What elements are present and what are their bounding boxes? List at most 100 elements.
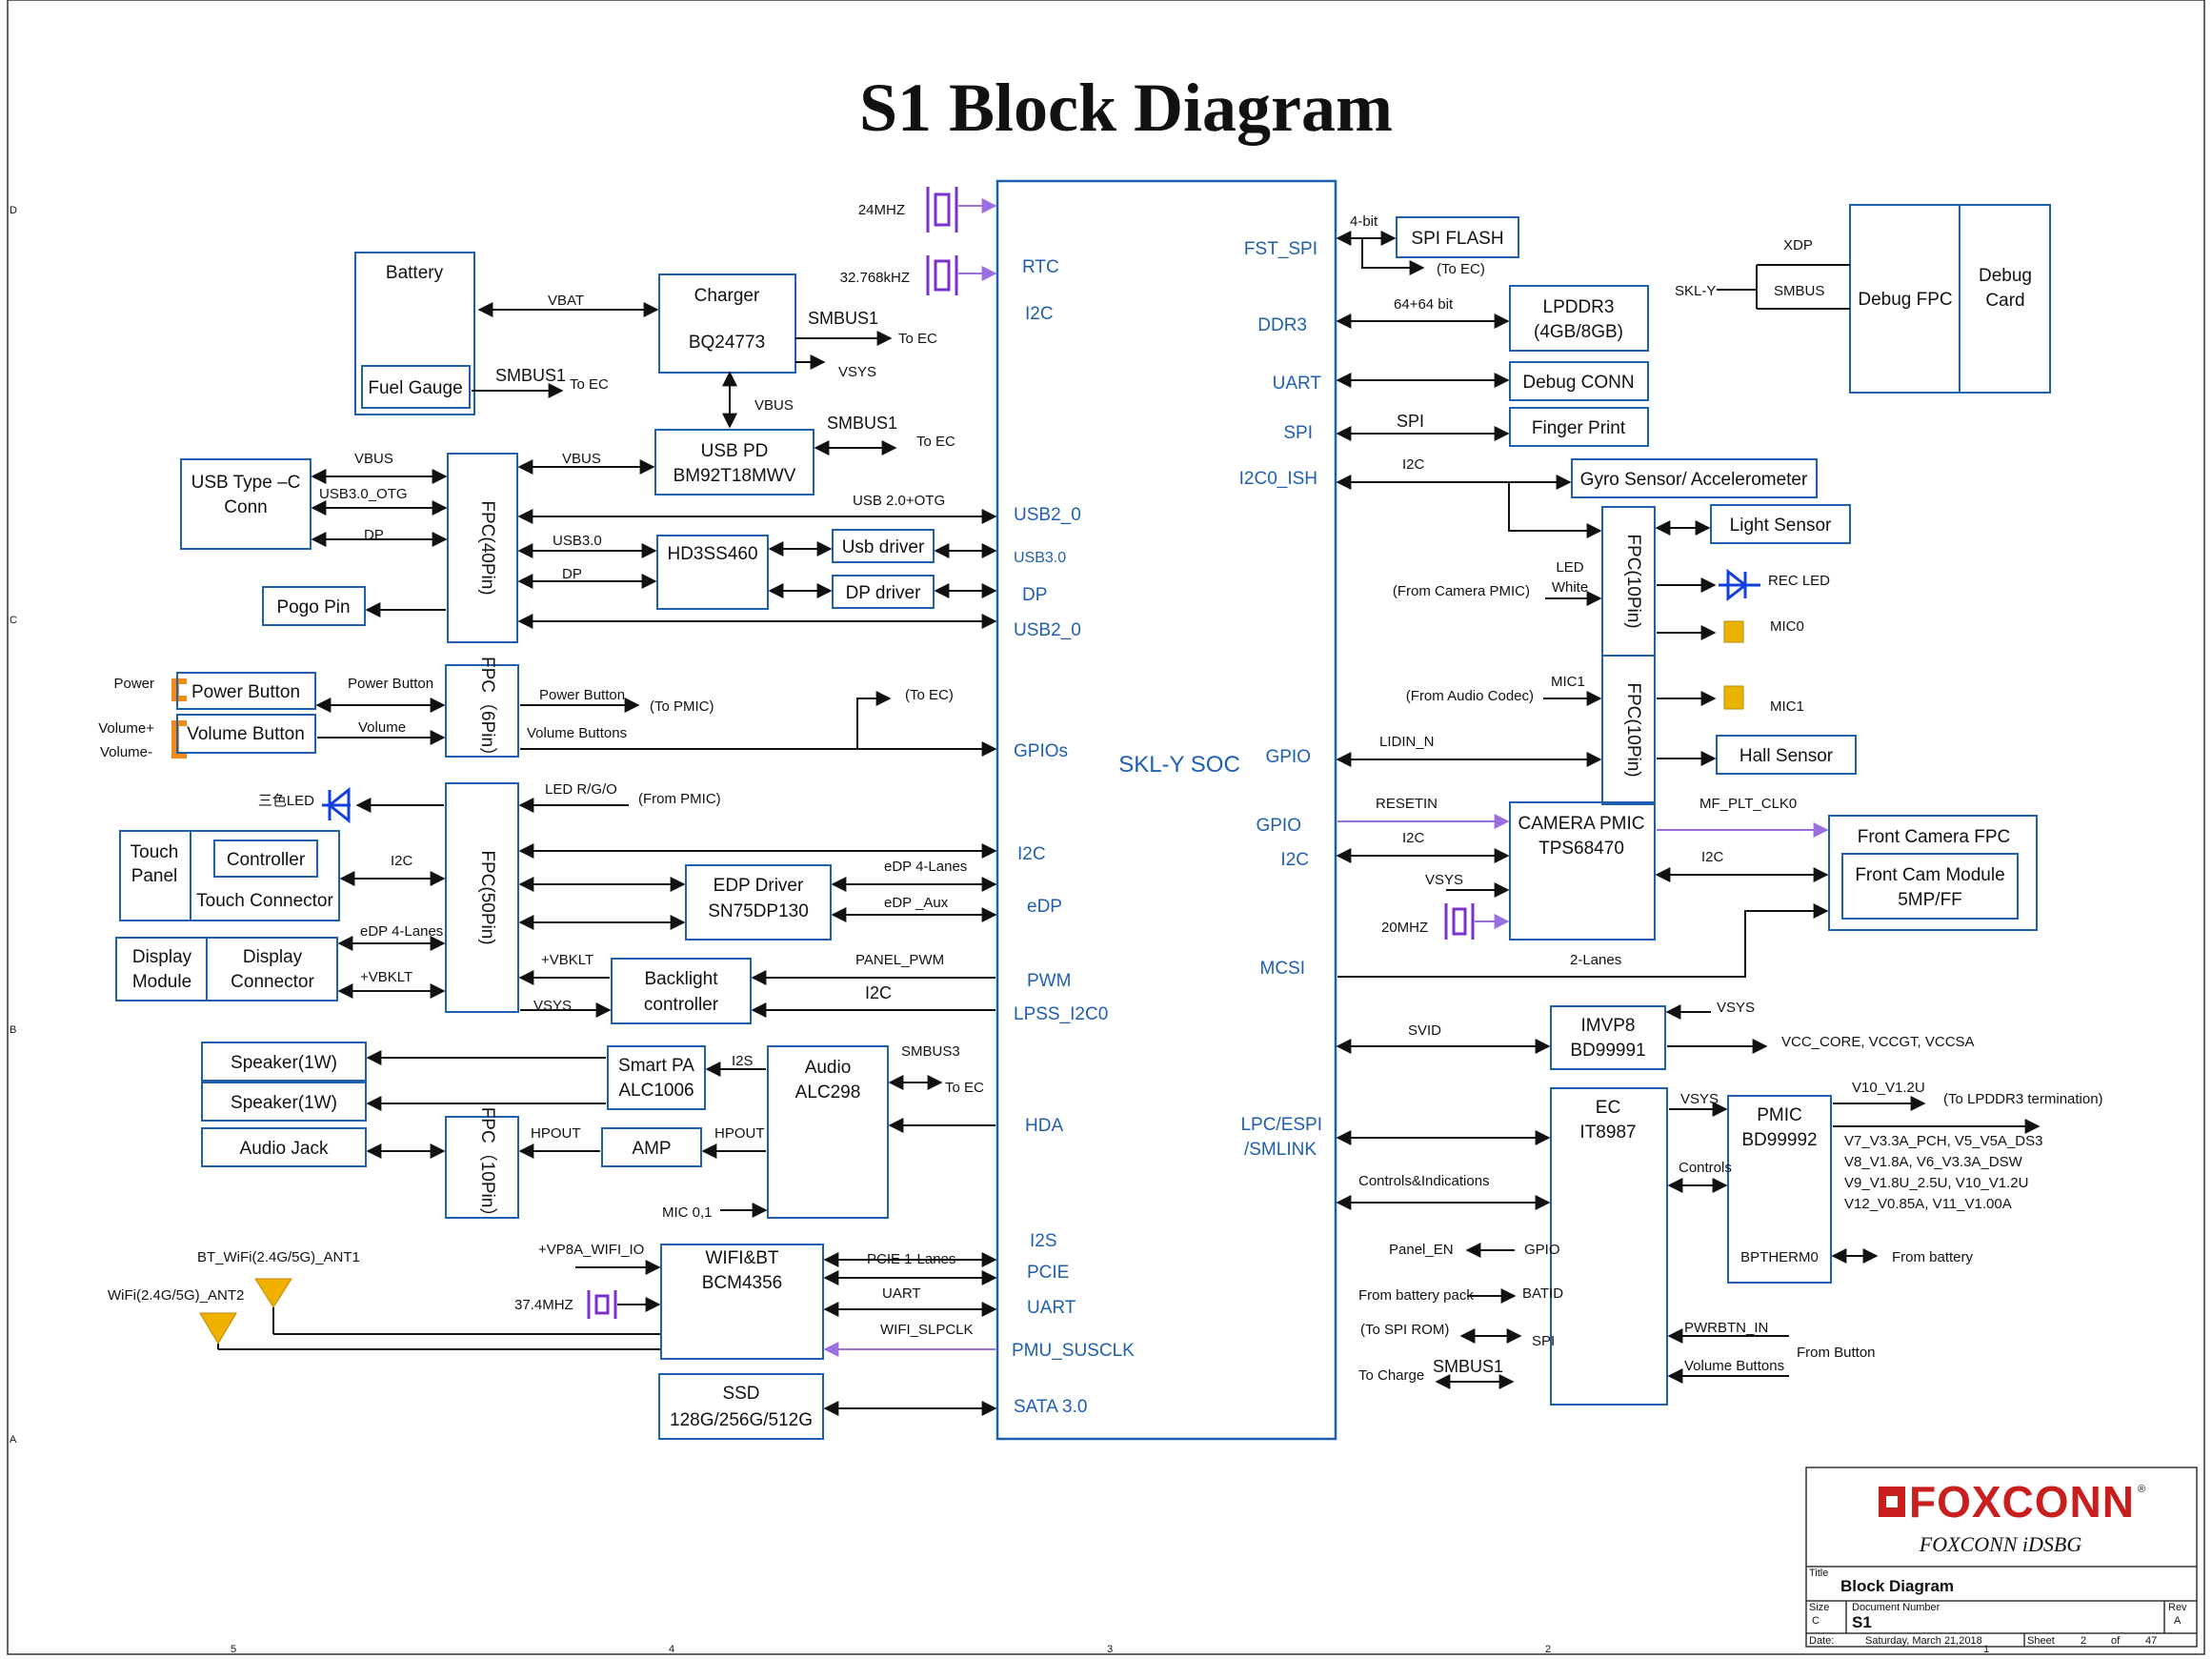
svg-text:REC LED: REC LED (1768, 573, 1830, 589)
svg-text:SMBUS1: SMBUS1 (808, 309, 878, 328)
svg-text:Volume-: Volume- (100, 744, 152, 760)
svg-text:SPI: SPI (1283, 423, 1313, 443)
svg-text:Fuel Gauge: Fuel Gauge (368, 378, 462, 398)
svg-text:UART: UART (882, 1285, 921, 1302)
svg-text:USB PD: USB PD (701, 441, 769, 461)
svg-text:(From PMIC): (From PMIC) (638, 791, 721, 807)
svg-text:+VBKLT: +VBKLT (360, 969, 412, 985)
svg-text:RESETIN: RESETIN (1376, 796, 1438, 812)
svg-text:SPI: SPI (1397, 412, 1424, 431)
svg-text:PMIC: PMIC (1757, 1105, 1802, 1125)
svg-text:D: D (10, 205, 17, 216)
svg-text:A: A (10, 1434, 17, 1446)
svg-text:Rev: Rev (2168, 1602, 2187, 1613)
svg-text:128G/256G/512G: 128G/256G/512G (670, 1410, 813, 1430)
svg-text:Power Button: Power Button (191, 682, 300, 702)
tri-color-led-icon (322, 786, 351, 824)
battery-block (354, 252, 475, 415)
svg-text:Block Diagram: Block Diagram (1840, 1577, 1954, 1595)
svg-text:MIC1: MIC1 (1551, 674, 1585, 690)
svg-text:PCIE 1-Lanes: PCIE 1-Lanes (867, 1251, 955, 1267)
svg-text:SATA 3.0: SATA 3.0 (1014, 1397, 1087, 1417)
svg-text:eDP 4-Lanes: eDP 4-Lanes (884, 859, 967, 875)
svg-text:(To LPDDR3 termination): (To LPDDR3 termination) (1943, 1091, 2103, 1107)
svg-text:PMU_SUSCLK: PMU_SUSCLK (1012, 1341, 1135, 1361)
svg-text:USB2_0: USB2_0 (1014, 620, 1081, 640)
svg-text:V7_V3.3A_PCH, V5_V5A_DS3: V7_V3.3A_PCH, V5_V5A_DS3 (1844, 1133, 2042, 1149)
svg-text:USB Type –C: USB Type –C (191, 473, 301, 493)
svg-text:IMVP8: IMVP8 (1580, 1016, 1635, 1036)
light-sensor-block (1710, 504, 1851, 544)
svg-text:/SMLINK: /SMLINK (1244, 1140, 1317, 1160)
hall-sensor-block (1716, 735, 1857, 775)
svg-text:To EC: To EC (898, 331, 937, 347)
gyro-sensor-block (1571, 458, 1818, 498)
svg-text:Gyro Sensor/ Accelerometer: Gyro Sensor/ Accelerometer (1580, 470, 1808, 490)
svg-text:BCM4356: BCM4356 (702, 1273, 783, 1293)
svg-text:SN75DP130: SN75DP130 (708, 901, 809, 921)
svg-text:LIDIN_N: LIDIN_N (1379, 734, 1435, 750)
svg-text:MF_PLT_CLK0: MF_PLT_CLK0 (1699, 796, 1797, 812)
svg-text:Module: Module (132, 972, 191, 992)
svg-text:XDP: XDP (1783, 237, 1813, 253)
svg-text:MCSI: MCSI (1260, 959, 1306, 979)
svg-text:(From Audio Codec): (From Audio Codec) (1406, 688, 1534, 704)
fpc-10pin-audio-block (445, 1116, 519, 1219)
svg-text:FPC(10Pin): FPC(10Pin) (1623, 682, 1643, 777)
battery-label: Battery (386, 263, 444, 283)
power-button-block (176, 672, 316, 710)
svg-text:I2C: I2C (391, 853, 413, 869)
crystal-24mhz: 24MHZ (858, 187, 997, 233)
svg-text:MIC 0,1: MIC 0,1 (662, 1204, 713, 1221)
mic1-icon (1723, 685, 1744, 710)
svg-text:USB2_0: USB2_0 (1014, 505, 1081, 525)
svg-text:LED: LED (1556, 559, 1583, 576)
svg-text:I2C: I2C (1017, 844, 1046, 864)
svg-text:2: 2 (1545, 1644, 1551, 1655)
svg-text:Speaker(1W): Speaker(1W) (231, 1053, 337, 1073)
svg-text:VBAT: VBAT (548, 293, 584, 309)
svg-text:Controls: Controls (1679, 1160, 1732, 1176)
svg-text:EC: EC (1596, 1098, 1620, 1118)
debug-conn-block (1509, 361, 1649, 401)
volume-button-block (176, 714, 316, 754)
svg-text:Conn: Conn (224, 497, 267, 517)
imvp8-block (1550, 1005, 1666, 1070)
svg-text:of: of (2111, 1635, 2121, 1647)
svg-text:DP: DP (562, 566, 582, 582)
usb-type-c-block (180, 458, 312, 550)
svg-text:controller: controller (644, 995, 719, 1015)
svg-text:V12_V0.85A, V11_V1.00A: V12_V0.85A, V11_V1.00A (1844, 1196, 2012, 1212)
svg-text:64+64 bit: 64+64 bit (1394, 296, 1454, 313)
svg-text:SSD: SSD (722, 1384, 759, 1404)
svg-text:DDR3: DDR3 (1257, 315, 1307, 335)
svg-text:+VBKLT: +VBKLT (541, 952, 593, 968)
side-key-power (171, 678, 187, 701)
svg-text:MIC0: MIC0 (1770, 618, 1804, 635)
soc-name: SKL-Y SOC (1118, 752, 1240, 778)
svg-text:eDP: eDP (1027, 897, 1062, 917)
svg-text:GPIOs: GPIOs (1014, 741, 1068, 761)
soc-block (995, 179, 1337, 1441)
svg-text:I2C0_ISH: I2C0_ISH (1239, 469, 1317, 489)
rec-led-icon (1719, 568, 1760, 602)
sheet-frame (7, 0, 2205, 1655)
svg-text:Title: Title (1809, 1568, 1828, 1579)
fpc-6pin-block (445, 664, 519, 758)
svg-text:FPC(40Pin): FPC(40Pin) (477, 500, 497, 595)
svg-text:FOXCONN iDSBG: FOXCONN iDSBG (1919, 1532, 2082, 1556)
svg-text:4: 4 (669, 1644, 674, 1655)
wifi-bt-block (660, 1244, 824, 1360)
svg-text:LPC/ESPI: LPC/ESPI (1240, 1115, 1322, 1135)
svg-text:Charger: Charger (694, 286, 760, 306)
svg-text:VCC_CORE, VCCGT, VCCSA: VCC_CORE, VCCGT, VCCSA (1781, 1034, 1975, 1050)
usb-driver-block (832, 529, 935, 563)
svg-text:To Charge: To Charge (1358, 1367, 1424, 1384)
svg-text:FPC(50Pin): FPC(50Pin) (477, 850, 497, 944)
svg-text:Display: Display (132, 947, 192, 967)
title-block: FOXCONN ® FOXCONN iDSBG Title Block Diag… (1805, 1467, 2198, 1648)
svg-text:To EC: To EC (916, 434, 955, 450)
mic0-icon (1723, 620, 1744, 643)
svg-text:From Button: From Button (1797, 1345, 1876, 1361)
svg-text:SMBUS1: SMBUS1 (1433, 1357, 1503, 1376)
